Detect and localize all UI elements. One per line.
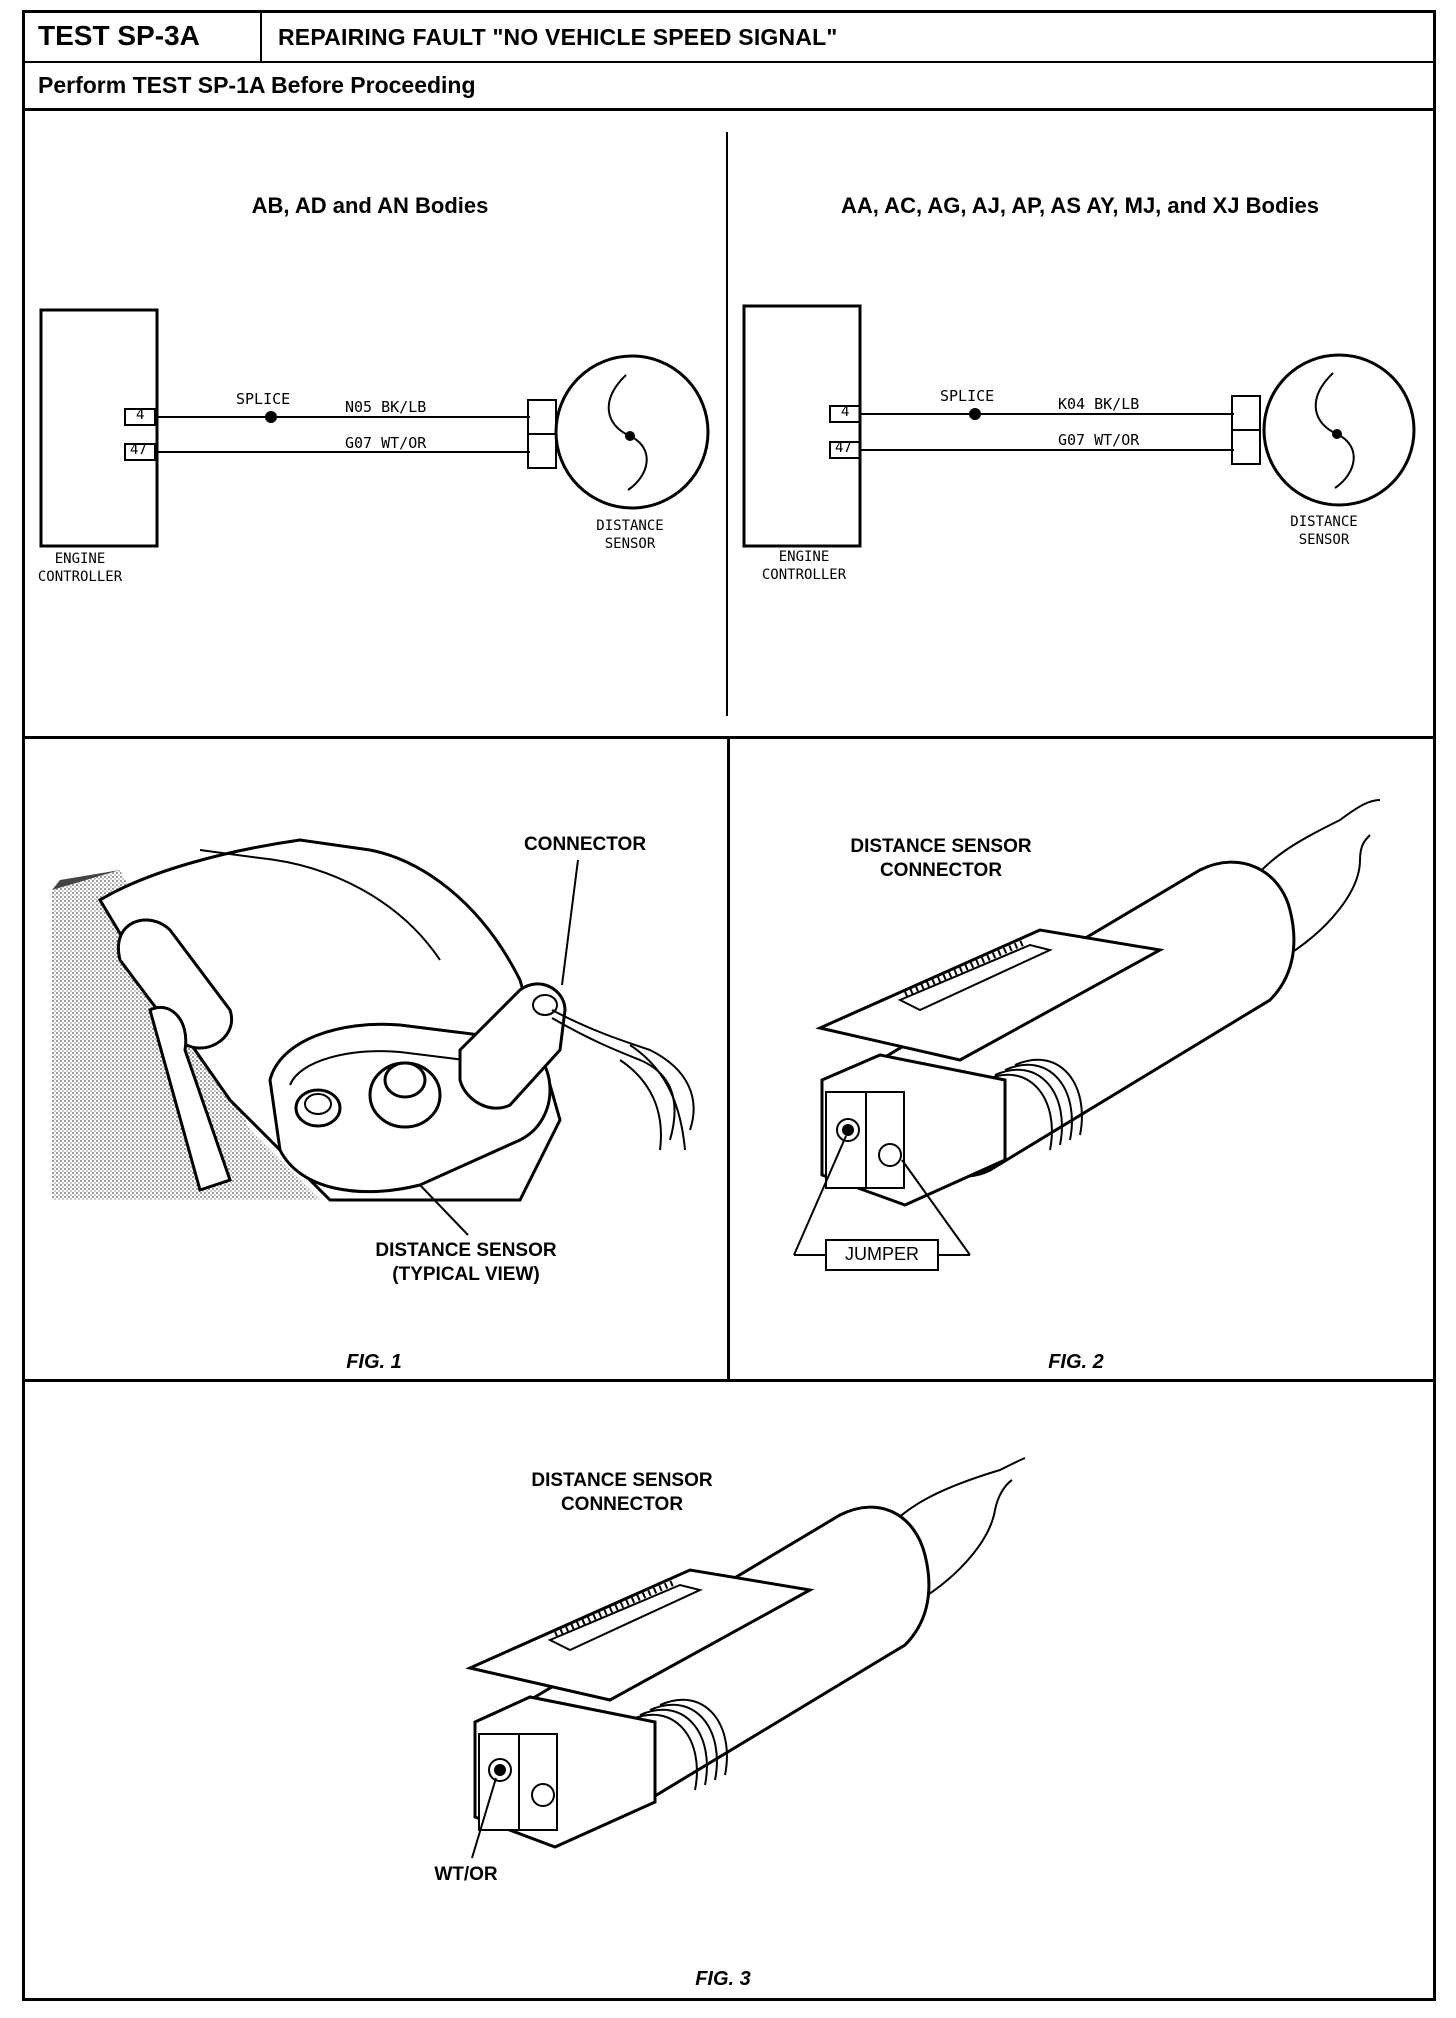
schematic-right-title: AA, AC, AG, AJ, AP, AS AY, MJ, and XJ Bo… [840, 193, 1320, 218]
subtitle: Perform TEST SP-1A Before Proceeding [22, 63, 1436, 111]
test-id: TEST SP-3A [22, 10, 262, 61]
fig1-sensor-label-2: (TYPICAL VIEW) [392, 1264, 540, 1285]
fig1-connector-label: CONNECTOR [523, 834, 647, 855]
pin-4-left: 4 [136, 407, 145, 423]
figure-divider [727, 736, 730, 1380]
splice-label-right: SPLICE [940, 387, 995, 405]
fig2-title-1: DISTANCE SENSOR [850, 836, 1032, 857]
fig3-wire-label: WT/OR [434, 1864, 498, 1885]
wire-bottom-right: G07 WT/OR [1058, 431, 1140, 449]
sensor-label-left-1: DISTANCE [596, 518, 664, 534]
wire-bottom-left: G07 WT/OR [345, 434, 427, 452]
fig2-title-2: CONNECTOR [879, 860, 1003, 881]
fig2-jumper-label: JUMPER [844, 1244, 920, 1264]
sensor-label-right-1: DISTANCE [1290, 514, 1358, 530]
controller-label-left-1: ENGINE [54, 551, 106, 567]
sensor-label-right-2: SENSOR [1298, 532, 1350, 548]
page-frame [22, 10, 1436, 2001]
sensor-label-left-2: SENSOR [604, 536, 656, 552]
fig3-caption: FIG. 3 [695, 1968, 751, 1990]
schematic-divider [726, 132, 728, 716]
header-bar: TEST SP-3A REPAIRING FAULT "NO VEHICLE S… [22, 10, 1436, 63]
schematic-left-title: AB, AD and AN Bodies [251, 193, 489, 218]
pin-47-left: 47 [130, 442, 147, 458]
fig3-title-1: DISTANCE SENSOR [531, 1470, 713, 1491]
fig1-sensor-label-1: DISTANCE SENSOR [375, 1240, 557, 1261]
wire-top-left: N05 BK/LB [345, 398, 427, 416]
fig2-caption: FIG. 2 [1048, 1351, 1104, 1373]
controller-label-right-1: ENGINE [778, 549, 830, 565]
fig1-caption: FIG. 1 [346, 1351, 402, 1373]
controller-label-left-2: CONTROLLER [37, 569, 123, 585]
splice-label-left: SPLICE [236, 390, 291, 408]
wire-top-right: K04 BK/LB [1058, 395, 1140, 413]
pin-47-right: 47 [835, 440, 852, 456]
pin-4-right: 4 [841, 404, 850, 420]
section-divider-2 [22, 1379, 1436, 1382]
fig3-title-2: CONNECTOR [560, 1494, 684, 1515]
controller-label-right-2: CONTROLLER [761, 567, 847, 583]
page-title: REPAIRING FAULT "NO VEHICLE SPEED SIGNAL… [278, 24, 838, 50]
